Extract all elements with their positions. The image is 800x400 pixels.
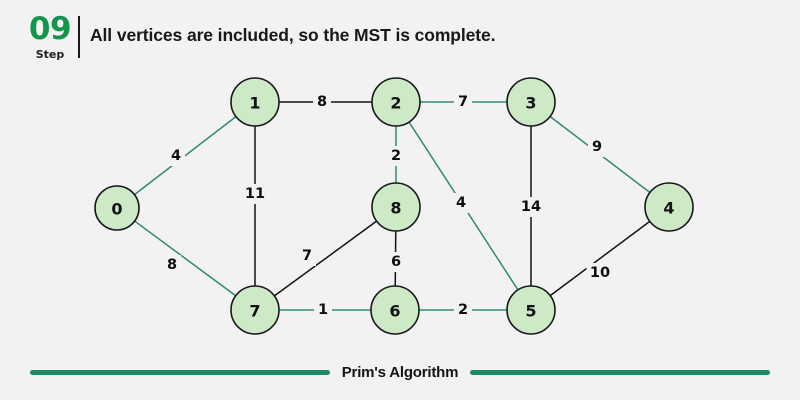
graph-edge-7-8 [273,220,378,297]
edge-weight-6-7: 1 [318,302,328,318]
graph-node-circle-0[interactable] [94,185,140,231]
edge-weight-backdrop [241,184,269,204]
graph-node-label-1: 1 [249,94,260,113]
graph-edge-0-7 [134,220,237,297]
edge-weight-1-7: 11 [245,186,265,202]
graph-node-label-7: 7 [249,302,260,321]
edge-weight-backdrop [452,193,470,213]
graph-edge-0-1 [133,116,237,196]
edge-weight-backdrop [454,300,472,320]
edge-weight-2-5: 4 [456,195,466,211]
edge-weight-backdrop [387,252,405,272]
edge-weight-3-5: 14 [521,199,541,215]
graph-diagram: 4 8 8 11 7 2 4 9 14 10 2 1 6 7 0 1 2 3 4 5 6 7 8 [0,62,800,352]
graph-svg: 4 8 8 11 7 2 4 9 14 10 2 1 6 7 0 1 2 3 4 5 6 7 8 [94,77,694,335]
edge-weight-backdrop [517,197,545,217]
step-indicator: 09 Step [22,11,78,61]
graph-node-label-5: 5 [525,302,536,321]
edge-weight-2-8: 2 [391,148,401,164]
edge-weight-backdrop [313,92,331,112]
graph-node-label-2: 2 [390,94,401,113]
graph-node-circle-8[interactable] [371,182,421,232]
edge-weight-backdrop [167,146,185,166]
edge-weight-0-7: 8 [167,257,177,273]
footer-label: Prim's Algorithm [341,364,459,381]
graph-node-label-3: 3 [525,94,536,113]
edge-weight-backdrop [314,300,332,320]
step-number: 09 [28,11,72,47]
graph-node-5[interactable]: 5 [506,285,556,335]
slide-header: 09 Step All vertices are included, so th… [0,0,800,70]
edge-weight-backdrop [163,255,181,275]
edge-weight-4-5: 10 [590,265,610,281]
edge-weight-7-8: 7 [302,248,312,264]
edge-weight-backdrop [387,146,405,166]
edge-weight-2-3: 7 [458,94,468,110]
graph-node-label-4: 4 [663,199,674,218]
edge-weight-0-1: 4 [171,148,181,164]
graph-node-circle-1[interactable] [230,77,280,127]
graph-node-label-0: 0 [111,200,122,219]
graph-node-circle-7[interactable] [230,285,280,335]
graph-node-6[interactable]: 6 [370,285,420,335]
graph-node-3[interactable]: 3 [506,77,556,127]
edge-weight-1-2: 8 [317,94,327,110]
graph-edge-4-5 [549,220,651,297]
edge-weight-backdrop [298,246,316,266]
edge-weight-layer: 4 8 8 11 7 2 4 9 14 10 2 1 6 7 [163,92,614,320]
graph-node-4[interactable]: 4 [644,182,694,232]
node-layer: 0 1 2 3 4 5 6 7 8 [94,77,694,335]
step-caption: Step [35,48,65,61]
edge-weight-backdrop [454,92,472,112]
edge-weight-backdrop [586,263,614,283]
graph-node-1[interactable]: 1 [230,77,280,127]
edge-weight-backdrop [588,137,606,157]
footer-rule-right [470,370,770,375]
graph-node-7[interactable]: 7 [230,285,280,335]
graph-node-circle-2[interactable] [371,77,421,127]
header-divider [78,16,80,58]
slide-footer: Prim's Algorithm [0,352,800,400]
graph-node-0[interactable]: 0 [94,185,140,231]
graph-node-8[interactable]: 8 [371,182,421,232]
graph-node-label-6: 6 [389,302,400,321]
graph-node-label-8: 8 [390,199,401,218]
edge-weight-6-8: 6 [391,254,401,270]
page-title: All vertices are included, so the MST is… [90,25,496,45]
edge-weight-3-4: 9 [592,139,602,155]
graph-node-circle-4[interactable] [644,182,694,232]
graph-node-circle-6[interactable] [370,285,420,335]
graph-node-circle-5[interactable] [506,285,556,335]
graph-node-circle-3[interactable] [506,77,556,127]
footer-rule-left [30,370,330,375]
graph-node-2[interactable]: 2 [371,77,421,127]
edge-weight-5-6: 2 [458,302,468,318]
